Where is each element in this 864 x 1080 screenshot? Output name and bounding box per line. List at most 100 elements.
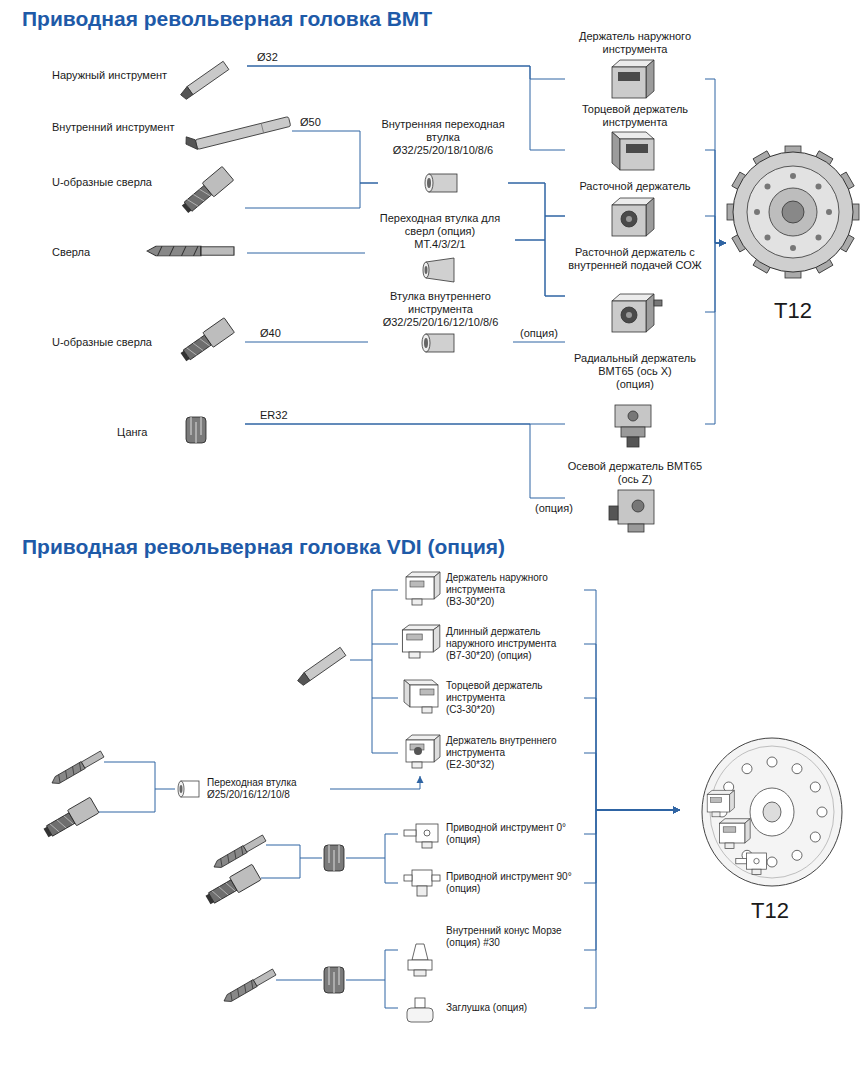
- bore-mark: [414, 747, 422, 755]
- connector-line: [584, 753, 680, 810]
- connector: [515, 240, 565, 296]
- connector-line: [508, 183, 565, 296]
- node-text: MT.4/3/2/1: [365, 238, 515, 251]
- node-text: (B3-30*20): [446, 596, 582, 608]
- turret-illustration: [727, 146, 859, 278]
- connector-line: [247, 253, 365, 254]
- holder-icon: [612, 132, 654, 170]
- connector-line: [584, 810, 680, 834]
- node-text-group: U-образные сверла: [52, 336, 170, 349]
- arrowhead: [719, 240, 726, 247]
- node-text-group: Приводной инструмент 90° (опция): [446, 871, 582, 895]
- leader-lines: [98, 590, 398, 1008]
- turret: T12: [680, 715, 860, 930]
- vdi-holder-item: Заглушка (опция): [398, 988, 584, 1028]
- node-text: Наружный инструмент: [52, 69, 177, 82]
- arrowhead: [673, 807, 680, 814]
- node-text-group: Переходная втулка для сверл (опция)MT.4/…: [365, 212, 515, 251]
- holder-item: Торцевой держатель инструмента: [565, 103, 705, 173]
- connector-line: [515, 240, 565, 296]
- node-text-group: Сверла: [52, 246, 122, 259]
- connector-line: [705, 79, 726, 243]
- tool-item: U-образные сверла: [50, 160, 245, 212]
- node-text: Цанга: [117, 426, 177, 439]
- node-text: Ø32/25/20/18/10/8/6: [378, 144, 508, 157]
- holder-icon: [612, 294, 654, 332]
- coolant-port: [654, 300, 662, 306]
- node-text: Внутренний конус Морзе (опция) #30: [446, 925, 582, 949]
- page-title: Приводная револьверная головка BMT: [22, 6, 432, 31]
- turret-illustration: [702, 738, 842, 886]
- connector: [705, 150, 726, 247]
- collet-icon: [186, 417, 206, 443]
- node-text-group: Внутренний конус Морзе (опция) #30: [446, 925, 582, 949]
- connector-line: [584, 810, 680, 1008]
- node-text-group: Держатель наружного инструмента: [565, 30, 705, 56]
- connector-line: [508, 183, 565, 216]
- connector-line: [584, 698, 680, 810]
- connector-line: [245, 342, 368, 343]
- edge-label: (опция): [518, 327, 560, 340]
- node-text-group: Переходная втулкаØ25/20/16/12/10/8: [207, 777, 328, 801]
- connector-line: [330, 776, 420, 789]
- sleeve-icon: [425, 174, 457, 192]
- arrowhead: [673, 807, 680, 814]
- holder-item: Расточной держатель: [565, 180, 705, 238]
- sleeve-icon: [178, 781, 199, 797]
- node-text-group: U-образные сверла: [52, 176, 170, 189]
- node-text: Длинный держатель наружного инструмента: [446, 626, 582, 650]
- node-text: Приводной инструмент 90° (опция): [446, 871, 582, 895]
- boring-bar-icon: [184, 112, 290, 152]
- edge-label: Ø50: [298, 116, 323, 129]
- connector: [247, 66, 565, 79]
- driven-holder-icon: [609, 490, 654, 532]
- morse-cone-icon: [408, 944, 432, 976]
- node-text: Заглушка (опция): [446, 1002, 582, 1014]
- connector: [515, 216, 565, 240]
- turning-tool-icon: [179, 61, 229, 100]
- drill-icon: [50, 751, 104, 787]
- connector: [584, 807, 680, 835]
- connector-line: [247, 66, 565, 79]
- connector: [245, 342, 368, 343]
- node-text-group: Торцевой держатель инструмента: [565, 103, 705, 129]
- u-drill-icon: [204, 864, 261, 908]
- arrowhead: [719, 240, 726, 247]
- vdi-holder-item: Держатель наружного инструмента(B3-30*20…: [398, 568, 584, 612]
- holder-item: Держатель наружного инструмента: [565, 30, 705, 98]
- vdi-holder-item: Торцевой держатель инструмента(C3-30*20): [398, 676, 584, 720]
- node-text: Радиальный держатель BMT65 (ось X): [565, 352, 705, 378]
- vdi-holder-icon: [406, 735, 440, 768]
- node-text: (C3-30*20): [446, 704, 582, 716]
- connector-line: [584, 810, 680, 950]
- vdi-holder-item: Держатель внутреннего инструмента(E2-30*…: [398, 730, 584, 776]
- node-text-group: Торцевой держатель инструмента(C3-30*20): [446, 680, 582, 716]
- edge-label: Ø32: [255, 51, 280, 64]
- vdi-holder-item: Приводной инструмент 0° (опция): [398, 816, 584, 852]
- connector-line: [515, 216, 565, 240]
- connector-line: [584, 590, 680, 810]
- vdi-holder-item: Внутренний конус Морзе (опция) #30: [398, 922, 584, 978]
- sleeve-item: Втулка внутреннего инструментаØ32/25/20/…: [368, 290, 513, 358]
- connector: [584, 590, 680, 814]
- node-text-group: T12: [680, 898, 860, 924]
- drill-icon: [222, 969, 276, 1005]
- node-text: Сверла: [52, 246, 122, 259]
- arrowhead: [719, 240, 726, 247]
- node-text: Держатель наружного инструмента: [446, 572, 582, 596]
- node-text: Переходная втулка: [207, 777, 328, 789]
- sleeve-icon: [423, 258, 454, 282]
- node-text: Расточной держатель с внутренней подачей…: [565, 246, 705, 272]
- connector: [584, 644, 680, 814]
- node-text-group: Длинный держатель наружного инструмента(…: [446, 626, 582, 662]
- tool-item: Внутренний инструмент: [50, 110, 292, 150]
- connector: [705, 216, 726, 247]
- connector: [584, 807, 680, 884]
- node-text: T12: [726, 298, 860, 324]
- connector: [584, 807, 680, 951]
- node-text-group: Расточной держатель с внутренней подачей…: [565, 246, 705, 272]
- holder-icon: [612, 60, 654, 98]
- edge-label: ER32: [258, 409, 290, 422]
- tool-item: Наружный инструмент: [50, 56, 247, 96]
- sleeve-item: Переходная втулка для сверл (опция)MT.4/…: [365, 212, 515, 286]
